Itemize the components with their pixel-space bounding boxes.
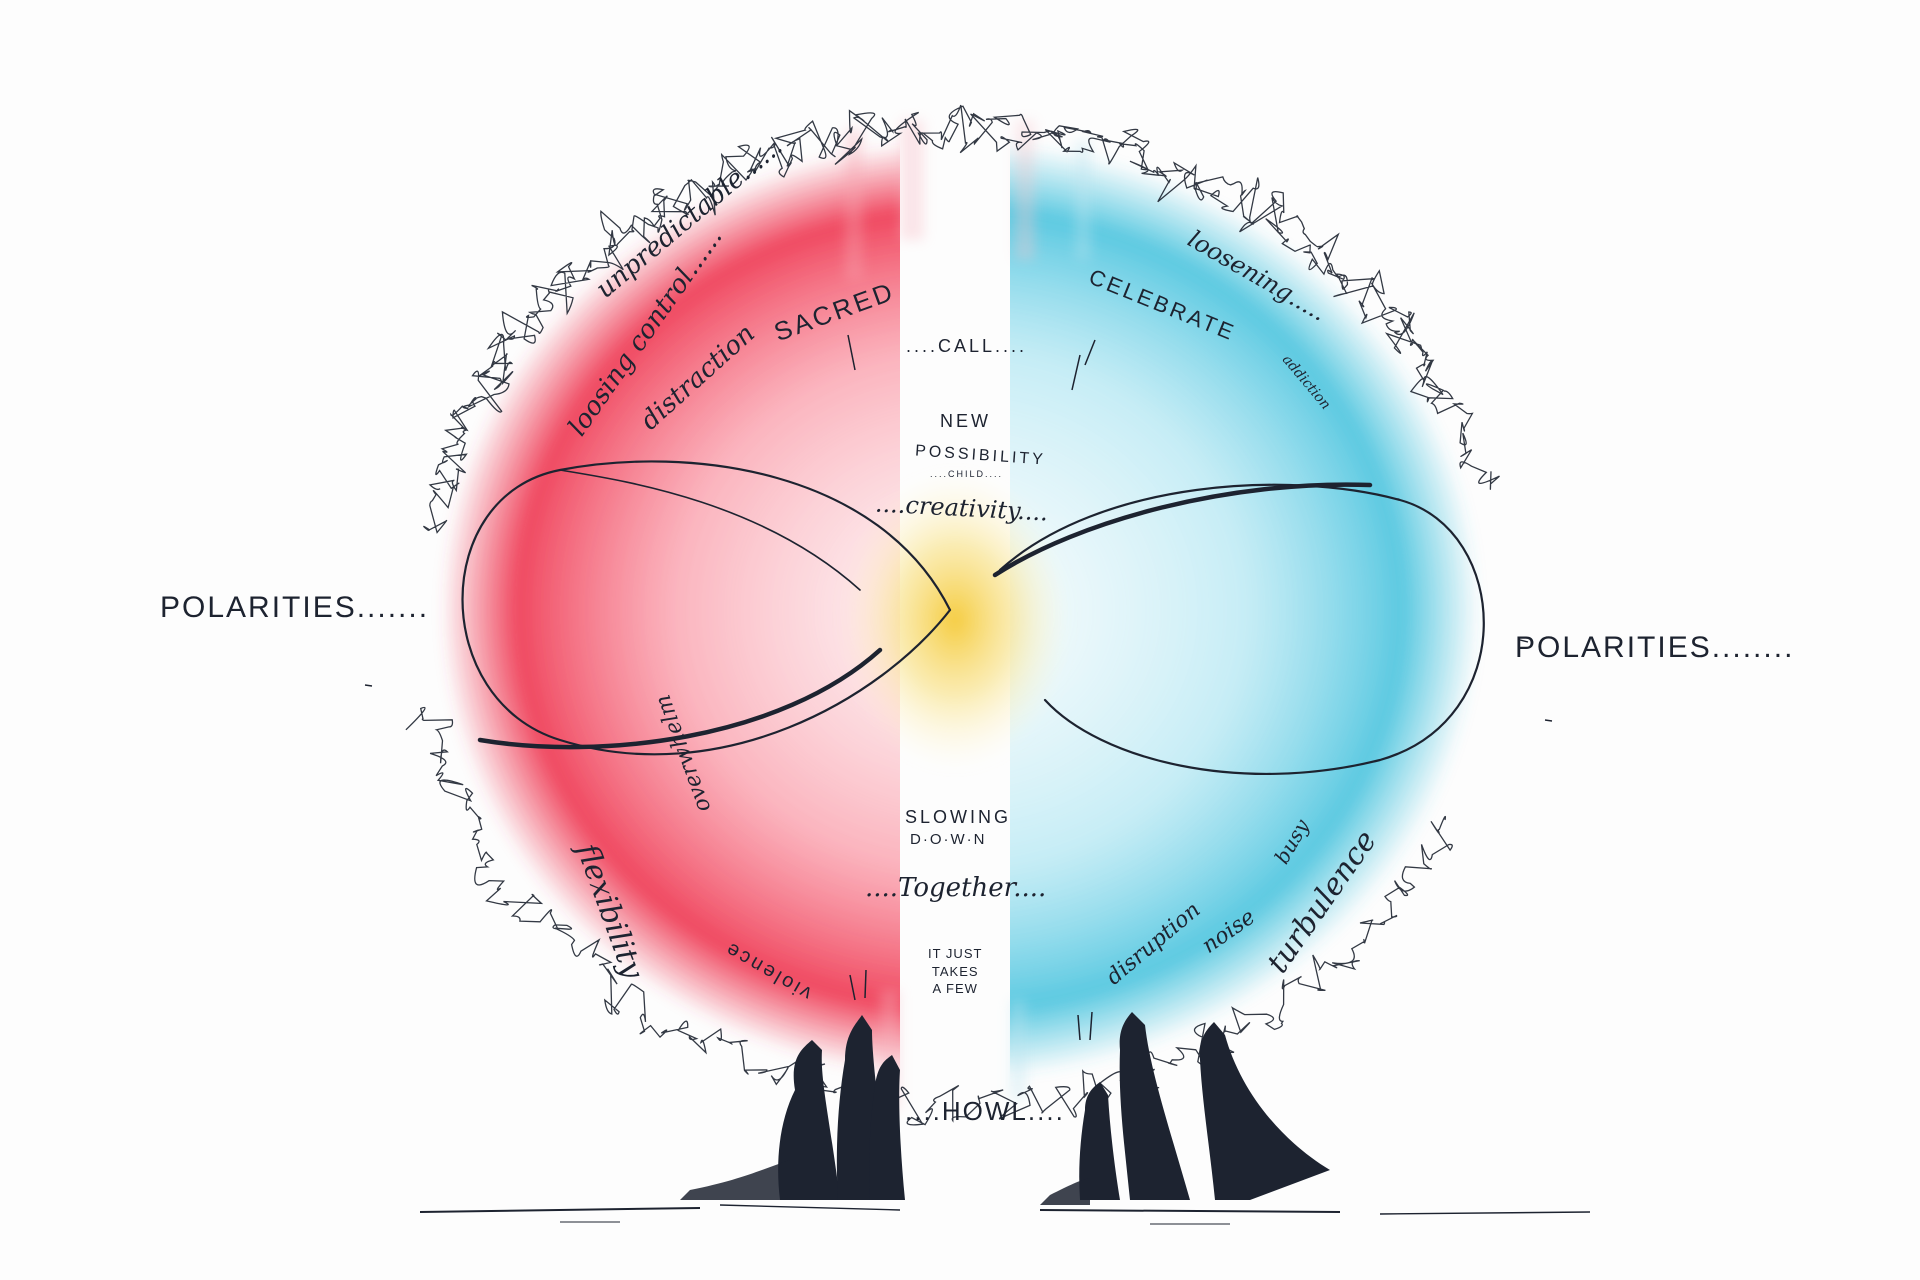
word-child: ....CHILD.... xyxy=(930,469,1004,479)
ground-line xyxy=(419,1204,1591,1225)
howl-strokes xyxy=(849,969,1093,1041)
word-slowing: SLOWING xyxy=(905,807,1012,827)
word-call: ....CALL.... xyxy=(906,336,1028,356)
word-together: ....Together.... xyxy=(865,873,1047,903)
warm-wash xyxy=(440,143,900,1077)
infinity-loop xyxy=(461,460,1485,775)
wolf-silhouettes xyxy=(680,1012,1330,1205)
word-it-just-takes-a-few: IT JUST TAKES A FEW xyxy=(928,946,983,997)
word-new: NEW xyxy=(940,411,991,431)
word-howl: ....HOWL.... xyxy=(905,1096,1065,1126)
center-glow xyxy=(840,470,1070,770)
radial-ticks xyxy=(847,334,1096,391)
cool-wash xyxy=(1010,142,1480,1078)
polarities-label-right: POLARITIES........ xyxy=(1515,631,1795,664)
word-down: D·O·W·N xyxy=(910,831,987,848)
polarities-label-left: POLARITIES....... xyxy=(160,591,430,624)
ink-flecks xyxy=(364,639,1553,722)
